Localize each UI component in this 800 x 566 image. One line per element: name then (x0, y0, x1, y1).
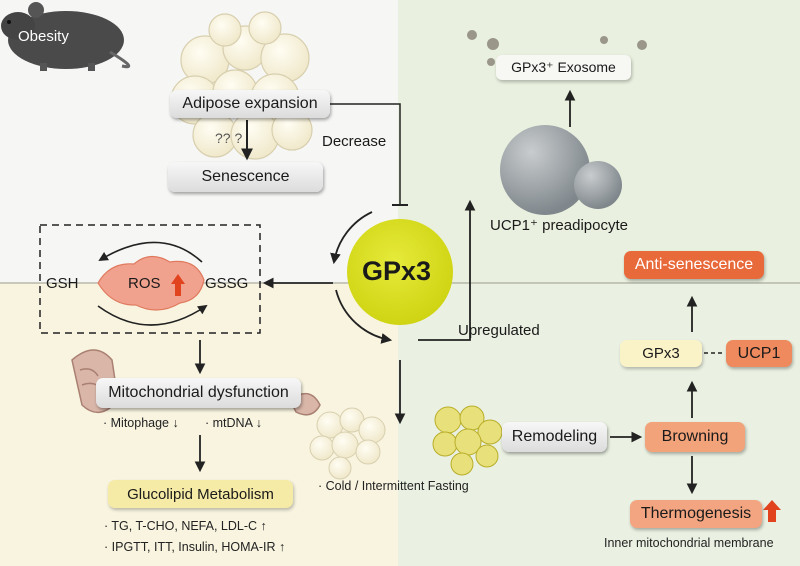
glucose-markers-note: · IPGTT, ITT, Insulin, HOMA-IR ↑ (104, 540, 286, 554)
gsh-label: GSH (46, 275, 79, 292)
mito-dysfunction-box: Mitochondrial dysfunction (96, 378, 301, 408)
ucp1-box: UCP1 (726, 340, 792, 367)
ros-blob (97, 255, 205, 311)
ros-label: ROS (128, 275, 161, 292)
lipid-markers-note: · TG, T-CHO, NEFA, LDL-C ↑ (104, 519, 267, 533)
gpx3-small-box: GPx3 (620, 340, 702, 367)
glucolipid-box: Glucolipid Metabolism (108, 480, 293, 508)
thermogenesis-box: Thermogenesis (630, 500, 762, 528)
bg-top-right (398, 0, 800, 283)
obesity-label: Obesity (18, 28, 69, 45)
white-fat-cluster-icon (309, 407, 386, 480)
ros-increase-arrow-icon (171, 274, 185, 296)
mouse-icon (1, 2, 131, 71)
ros-cycle-box (39, 224, 261, 334)
decrease-label: Decrease (322, 133, 387, 150)
beige-fat-cluster-icon (432, 405, 503, 476)
cold-fasting-note: · Cold / Intermittent Fasting (318, 479, 469, 493)
inner-membrane-note: Inner mitochondrial membrane (604, 536, 774, 550)
senescence-box: Senescence (168, 162, 323, 192)
adipose-expansion-box: Adipose expansion (170, 90, 330, 118)
question-marks: ?? ? (215, 130, 243, 146)
gpx3-center-label: GPx3 (362, 256, 432, 286)
mtdna-note: · mtDNA ↓ (205, 416, 262, 430)
gssg-label: GSSG (205, 275, 249, 292)
thermogenesis-increase-arrow-icon (763, 500, 781, 522)
anti-senescence-box: Anti-senescence (624, 251, 764, 279)
gpx3-exosome-box: GPx3⁺ Exosome (496, 55, 631, 80)
gpx3-circle (347, 219, 453, 325)
mitophage-note: · Mitophage ↓ (103, 416, 179, 430)
remodeling-box: Remodeling (502, 422, 607, 452)
ucp1-preadipocyte-label: UCP1⁺ preadipocyte (490, 217, 628, 234)
browning-box: Browning (645, 422, 745, 452)
exosome-particles-icon (467, 30, 647, 66)
preadipocyte-cells-icon (500, 125, 622, 215)
upregulated-label: Upregulated (458, 322, 540, 339)
